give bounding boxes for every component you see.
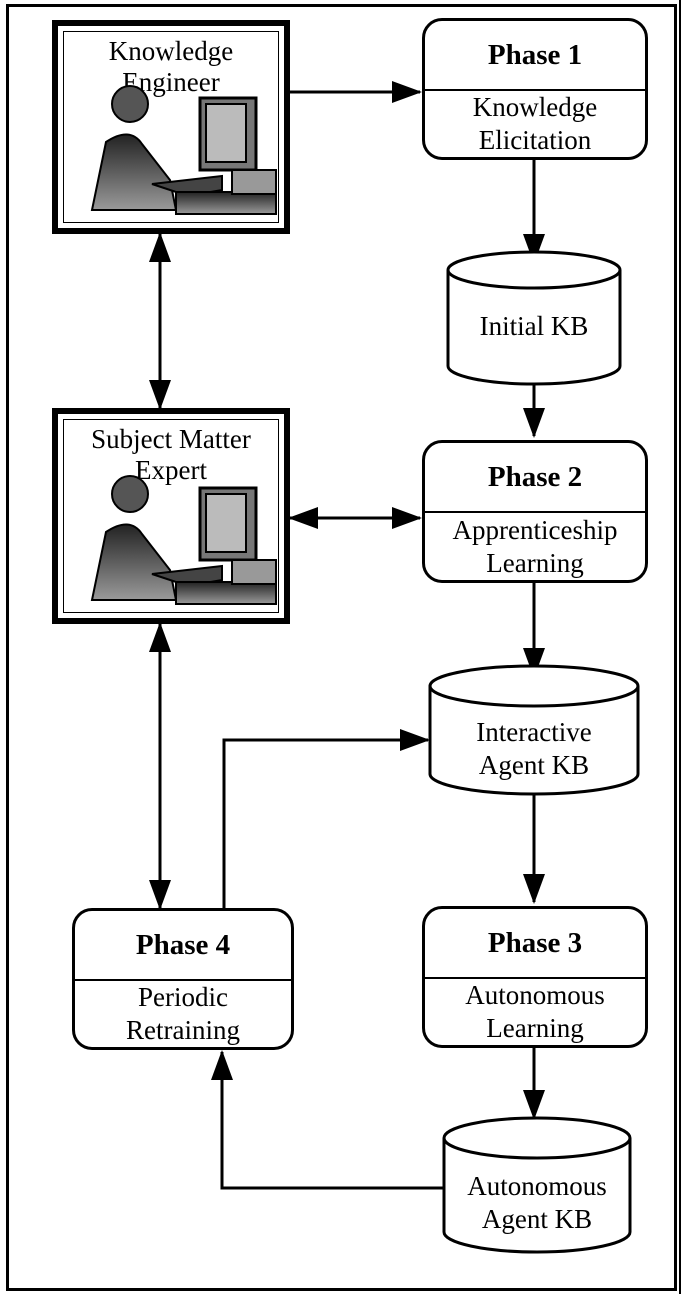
phase2-box: Phase 2 Apprenticeship Learning [422, 440, 648, 583]
arrow-phase4-to-interactive-kb [222, 729, 430, 908]
phase4-box: Phase 4 Periodic Retraining [72, 908, 294, 1050]
phase1-body: Knowledge Elicitation [472, 92, 598, 155]
person-at-computer-icon [90, 475, 277, 605]
database-cylinder-icon [446, 250, 622, 386]
phase3-title: Phase 3 [425, 909, 645, 979]
phase3-box: Phase 3 Autonomous Learning [422, 906, 648, 1048]
phase4-title: Phase 4 [75, 911, 291, 981]
subject-matter-expert-label: Subject Matter Expert [91, 424, 251, 485]
knowledge-engineer-box: Knowledge Engineer [52, 20, 290, 234]
phase4-body: Periodic Retraining [126, 982, 240, 1045]
initial-kb-label: Initial KB [479, 310, 589, 341]
database-cylinder-icon [428, 664, 640, 796]
phase2-body: Apprenticeship Learning [452, 514, 618, 578]
subject-matter-expert-box: Subject Matter Expert [52, 408, 290, 624]
frame-edge [679, 0, 681, 1294]
phase3-body: Autonomous Learning [465, 980, 605, 1043]
person-at-computer-icon [90, 85, 277, 215]
database-cylinder-icon [442, 1116, 632, 1254]
interactive-agent-kb-label: Interactive Agent KB [476, 717, 592, 780]
phase1-box: Phase 1 Knowledge Elicitation [422, 18, 648, 160]
arrow-autonomous-kb-to-phase4 [211, 1050, 444, 1190]
phase1-title: Phase 1 [425, 21, 645, 91]
diagram-frame [6, 4, 677, 1291]
autonomous-agent-kb-label: Autonomous Agent KB [467, 1171, 607, 1234]
phase2-title: Phase 2 [425, 443, 645, 513]
